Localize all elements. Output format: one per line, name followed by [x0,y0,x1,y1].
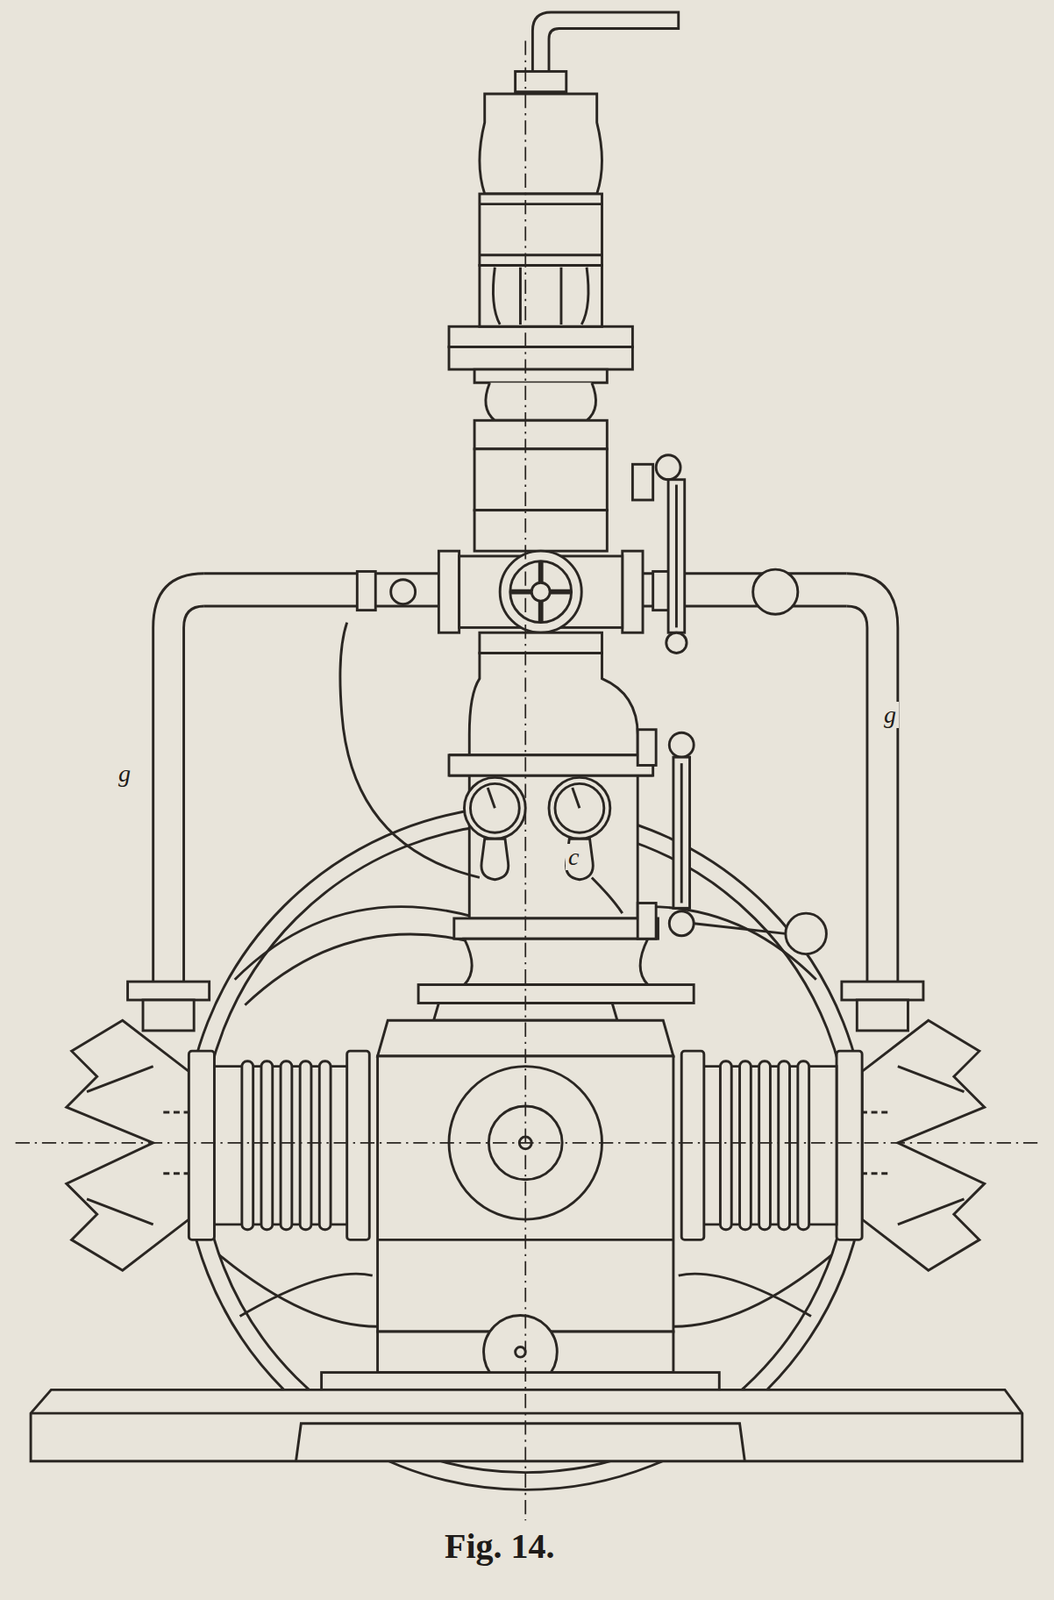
callout-letter: g [115,760,134,787]
figure-caption: Fig. 14. [444,1528,556,1564]
callout-letter: g [881,701,899,728]
callout-letter: c [565,843,582,870]
